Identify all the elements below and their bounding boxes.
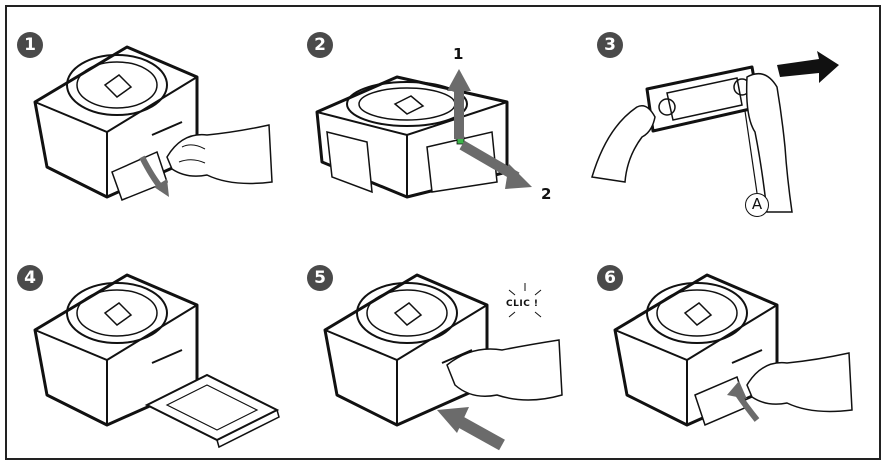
step-5-illustration (323, 273, 563, 451)
step-1-badge: 1 (17, 32, 43, 58)
step-1-illustration (33, 45, 273, 201)
step-4-panel: 4 (7, 235, 297, 460)
step-2-label-1: 1 (453, 45, 464, 63)
step-3-callout-a: A (745, 193, 769, 217)
step-6-badge: 6 (597, 265, 623, 291)
step-5-clic-text: CLIC ! (506, 299, 539, 309)
instruction-frame: 1 2 (5, 5, 881, 460)
step-6-panel: 6 (587, 235, 877, 460)
step-5-panel: 5 CLIC ! (297, 235, 587, 460)
step-4-badge: 4 (17, 265, 43, 291)
step-3-panel: 3 A (587, 7, 877, 232)
step-2-badge: 2 (307, 32, 333, 58)
step-3-illustration (591, 51, 839, 213)
step-4-illustration (33, 273, 280, 449)
step-2-panel: 2 1 2 (297, 7, 587, 232)
step-6-illustration (613, 273, 853, 427)
step-2-label-2: 2 (541, 185, 552, 203)
step-3-badge: 3 (597, 32, 623, 58)
step-5-badge: 5 (307, 265, 333, 291)
step-1-panel: 1 (7, 7, 297, 232)
step-2-illustration (315, 69, 532, 199)
